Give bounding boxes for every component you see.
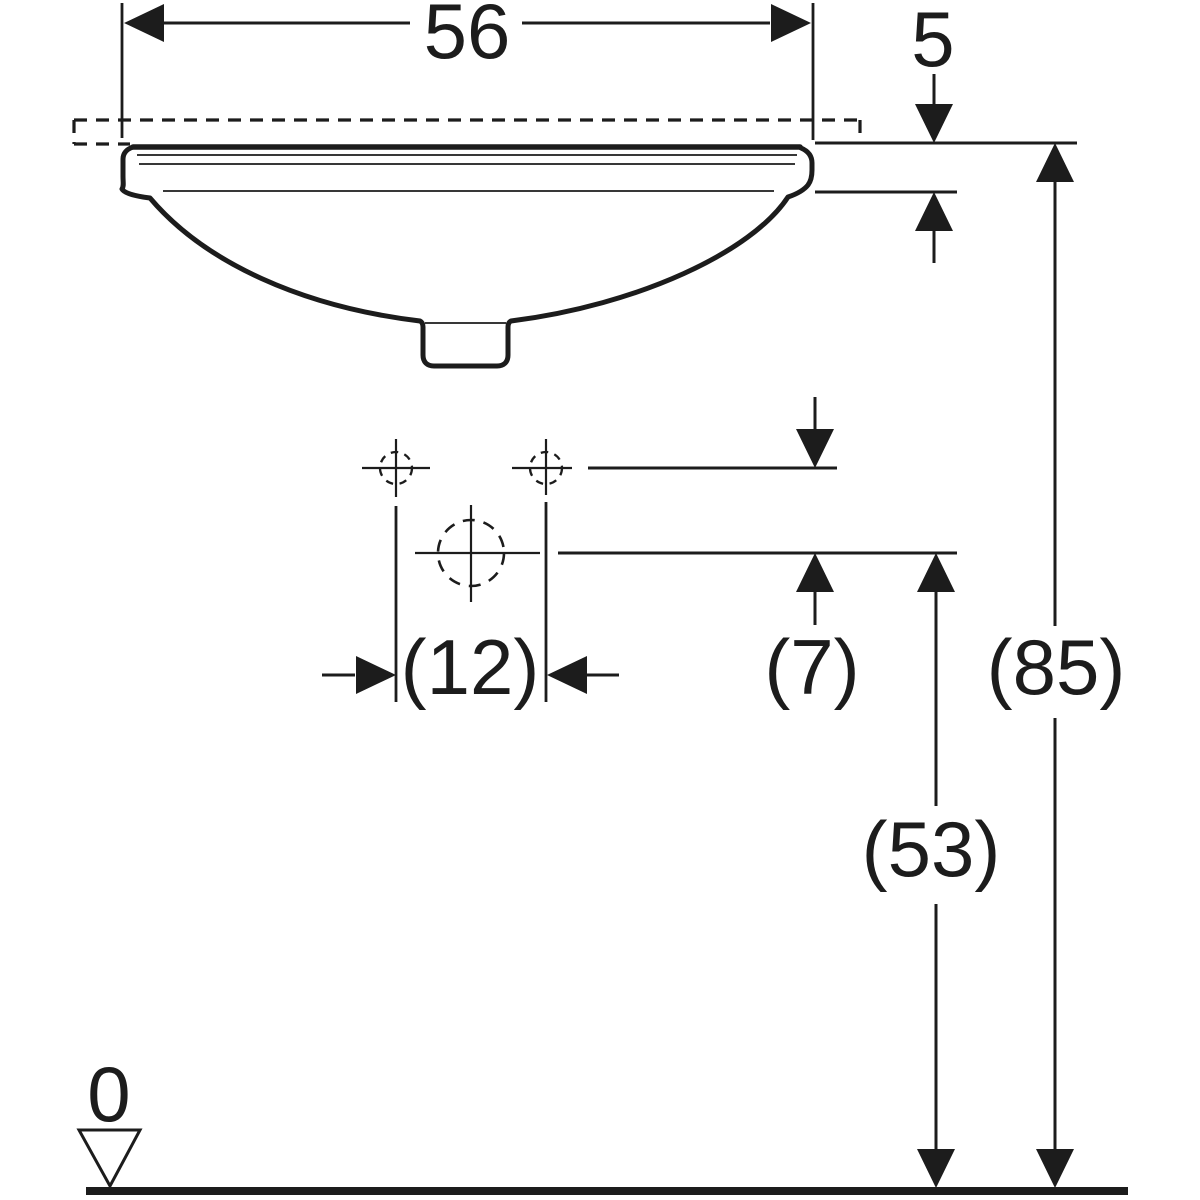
arrowhead-down-icon <box>917 1149 955 1188</box>
dimension-overall-height-85: (85) <box>987 143 1126 1188</box>
washbasin-outline <box>119 144 815 369</box>
drain-hole-crosshair <box>415 505 540 602</box>
dimension-width-56: 56 <box>120 0 815 140</box>
countertop-dashed-outline <box>72 118 862 146</box>
basin-outer-profile <box>119 144 815 369</box>
arrowhead-up-icon <box>796 553 834 592</box>
dimension-label-width: 56 <box>424 0 511 75</box>
arrowhead-right-icon <box>356 656 396 694</box>
arrowhead-down-icon <box>796 429 834 468</box>
dimension-label-spacing: (12) <box>401 623 540 711</box>
arrowhead-up-icon <box>1036 143 1074 182</box>
dimension-label-rim: 5 <box>911 0 954 83</box>
dimension-label-offset: (7) <box>764 623 859 711</box>
dimension-label-overall-height: (85) <box>987 623 1126 711</box>
arrowhead-down-icon <box>915 104 953 143</box>
dimension-spacing-12: (12) <box>322 502 619 711</box>
dimension-rim-5: 5 <box>815 0 1077 263</box>
dimension-label-drain-height: (53) <box>862 805 1001 893</box>
arrowhead-right-icon <box>771 4 811 42</box>
datum-label-zero: 0 <box>87 1050 130 1138</box>
datum-triangle-icon <box>76 1128 143 1190</box>
floor-datum: 0 <box>76 1050 1128 1195</box>
tap-hole-right-crosshair <box>512 439 572 495</box>
arrowhead-up-icon <box>915 192 953 231</box>
dimension-offset-7: (7) <box>764 397 860 711</box>
tap-hole-left-crosshair <box>362 439 430 497</box>
arrowhead-left-icon <box>124 4 164 42</box>
arrowhead-left-icon <box>547 656 587 694</box>
dimension-drain-height-53: (53) <box>862 553 1001 1188</box>
arrowhead-down-icon <box>1036 1149 1074 1188</box>
arrowhead-up-icon <box>917 553 955 592</box>
